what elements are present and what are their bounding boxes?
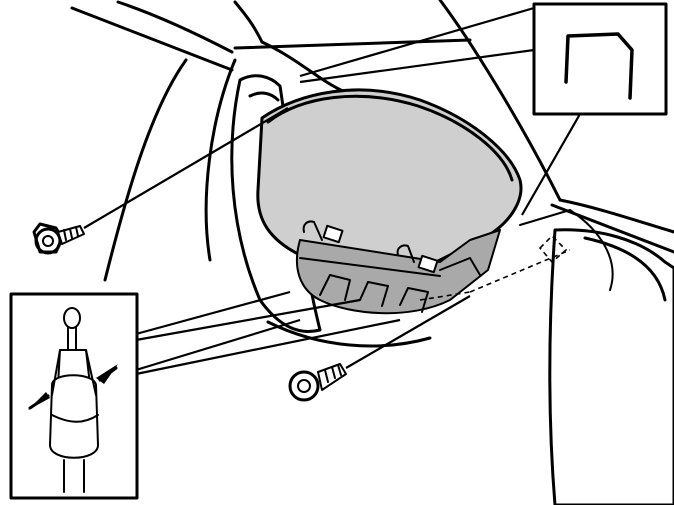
lower-screw bbox=[288, 363, 347, 402]
detail-inset-clip-squeeze bbox=[9, 292, 139, 500]
storage-compartment bbox=[256, 88, 523, 315]
dashed-guide bbox=[419, 234, 571, 301]
upper-screw bbox=[32, 222, 85, 255]
dashboard-panel bbox=[70, 0, 674, 505]
detail-inset-compartment-edge bbox=[532, 2, 668, 116]
leader-lines bbox=[83, 6, 581, 376]
